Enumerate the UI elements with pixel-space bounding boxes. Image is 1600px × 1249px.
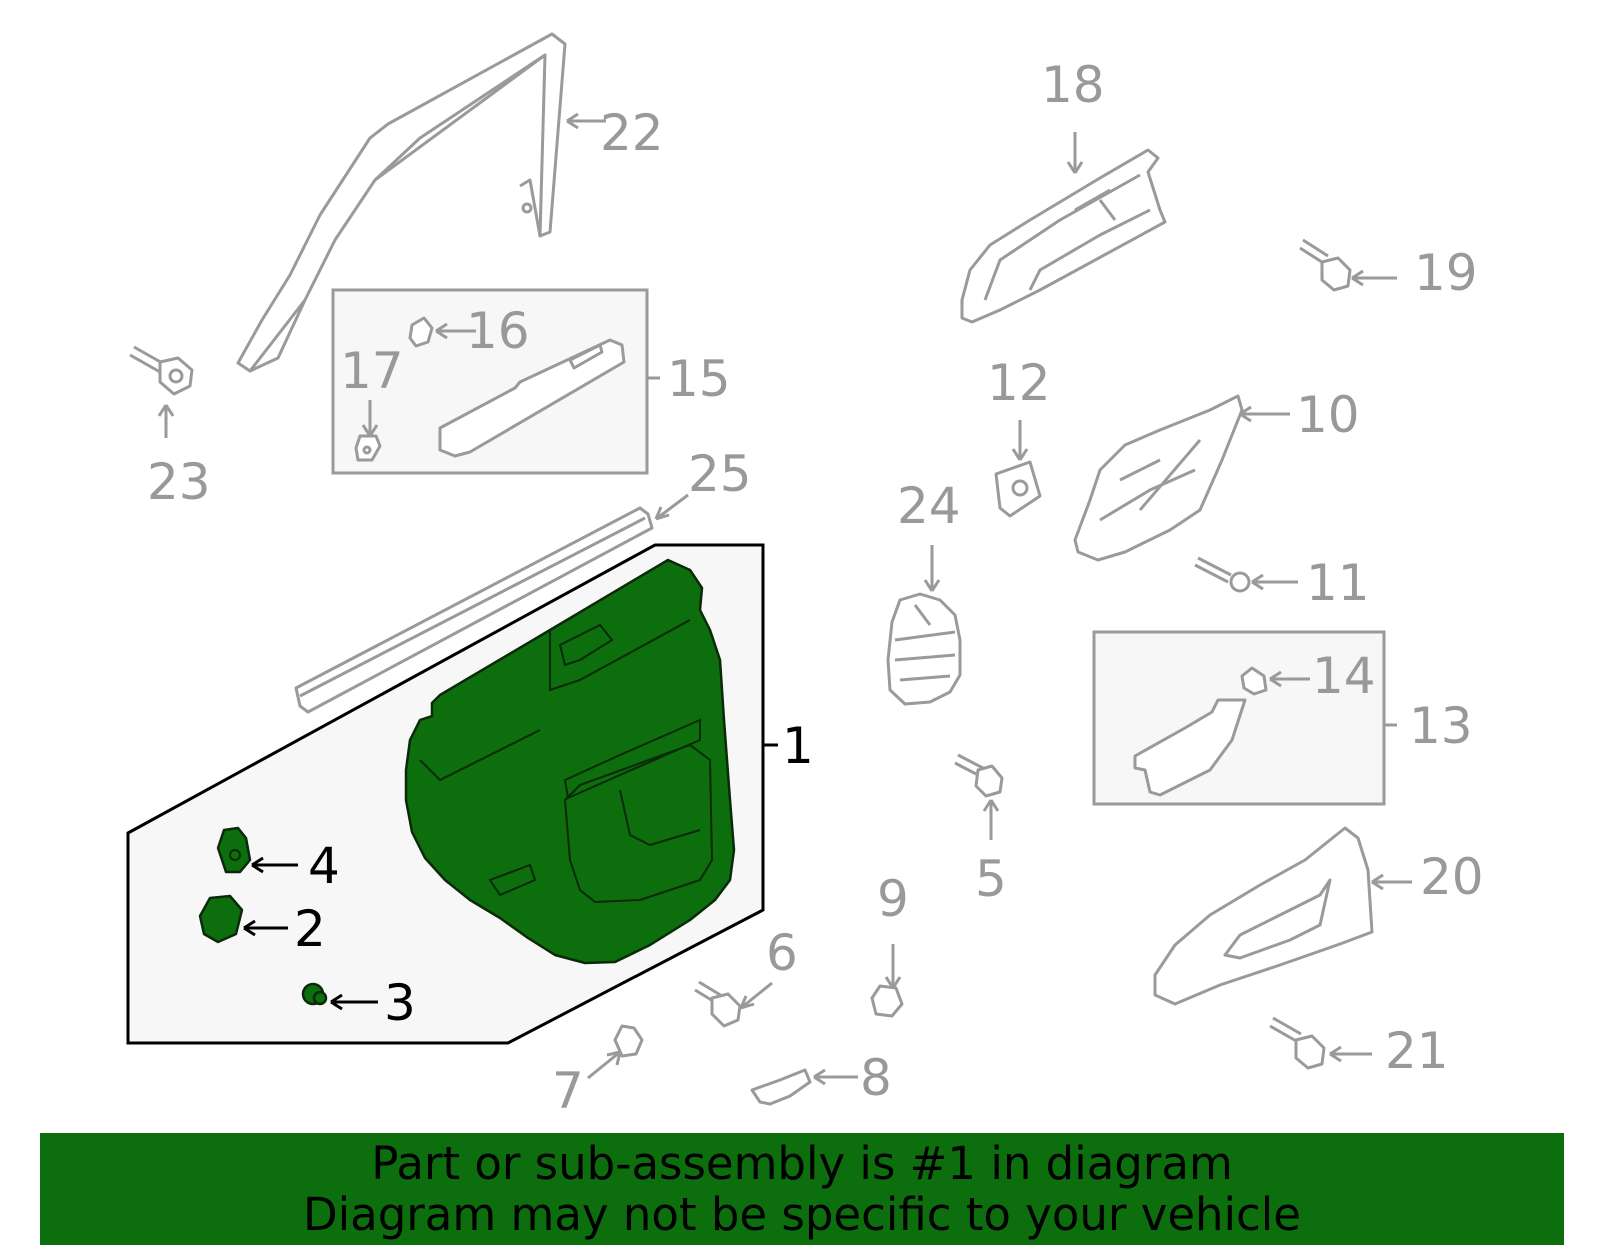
- part-24-door-latch[interactable]: [886, 592, 962, 706]
- callout-24[interactable]: 24: [897, 477, 961, 535]
- callout-3[interactable]: 3: [384, 974, 416, 1032]
- part-16-clip[interactable]: [408, 316, 434, 348]
- banner-line-1: Part or sub-assembly is #1 in diagram: [371, 1137, 1233, 1190]
- callout-14[interactable]: 14: [1312, 647, 1376, 705]
- callout-18[interactable]: 18: [1041, 56, 1105, 114]
- part-7-clip[interactable]: [613, 1024, 644, 1058]
- callout-12[interactable]: 12: [987, 354, 1051, 412]
- part-17-clip[interactable]: [354, 434, 382, 462]
- callout-10[interactable]: 10: [1296, 386, 1360, 444]
- callout-25[interactable]: 25: [688, 445, 752, 503]
- part-9-clip[interactable]: [870, 984, 904, 1018]
- leader-lines-highlighted: [243, 743, 778, 1011]
- group-box-15: [331, 288, 649, 475]
- callout-2[interactable]: 2: [294, 900, 326, 958]
- callout-16[interactable]: 16: [466, 302, 530, 360]
- callout-11[interactable]: 11: [1306, 554, 1370, 612]
- leader-lines: [157, 112, 1412, 1086]
- part-6-bolt[interactable]: [694, 980, 742, 1028]
- part-11-screw[interactable]: [1194, 556, 1251, 593]
- callout-4[interactable]: 4: [308, 837, 340, 895]
- callout-7[interactable]: 7: [552, 1062, 584, 1120]
- callout-1[interactable]: 1: [782, 717, 814, 775]
- part-4-clip[interactable]: [216, 826, 252, 874]
- callout-5[interactable]: 5: [975, 850, 1007, 908]
- callout-17[interactable]: 17: [340, 342, 404, 400]
- part-15-switch-bezel[interactable]: [438, 338, 626, 458]
- part-3-push-pin[interactable]: [301, 982, 328, 1006]
- part-12-clip[interactable]: [994, 460, 1042, 518]
- part-20-armrest-cover[interactable]: [1153, 826, 1374, 1006]
- part-25-belt-weatherstrip[interactable]: [294, 506, 654, 714]
- part-10-inside-handle[interactable]: [1073, 394, 1244, 562]
- part-13-pull-cup[interactable]: [1133, 698, 1247, 797]
- part-18-armrest-bezel[interactable]: [960, 148, 1167, 324]
- part-8-bracket[interactable]: [750, 1068, 812, 1106]
- disclaimer-banner: Part or sub-assembly is #1 in diagram Di…: [40, 1133, 1564, 1245]
- callout-15[interactable]: 15: [667, 350, 731, 408]
- part-5-bolt[interactable]: [954, 753, 1004, 798]
- part-1-door-trim-panel[interactable]: [404, 558, 736, 965]
- callout-6[interactable]: 6: [766, 924, 798, 982]
- callout-8[interactable]: 8: [860, 1049, 892, 1107]
- callout-22[interactable]: 22: [600, 104, 664, 162]
- callout-9[interactable]: 9: [877, 870, 909, 928]
- callout-23[interactable]: 23: [147, 453, 211, 511]
- part-23-bolt[interactable]: [129, 345, 194, 396]
- part-22-frame-moulding[interactable]: [236, 32, 567, 373]
- callout-19[interactable]: 19: [1414, 244, 1478, 302]
- part-2-cap[interactable]: [198, 894, 244, 944]
- callout-20[interactable]: 20: [1420, 848, 1484, 906]
- part-19-bolt[interactable]: [1299, 238, 1352, 292]
- callout-13[interactable]: 13: [1409, 697, 1473, 755]
- banner-line-2: Diagram may not be specific to your vehi…: [303, 1188, 1301, 1241]
- callout-21[interactable]: 21: [1385, 1022, 1449, 1080]
- part-14-clip[interactable]: [1240, 666, 1268, 696]
- part-21-bolt[interactable]: [1269, 1016, 1326, 1070]
